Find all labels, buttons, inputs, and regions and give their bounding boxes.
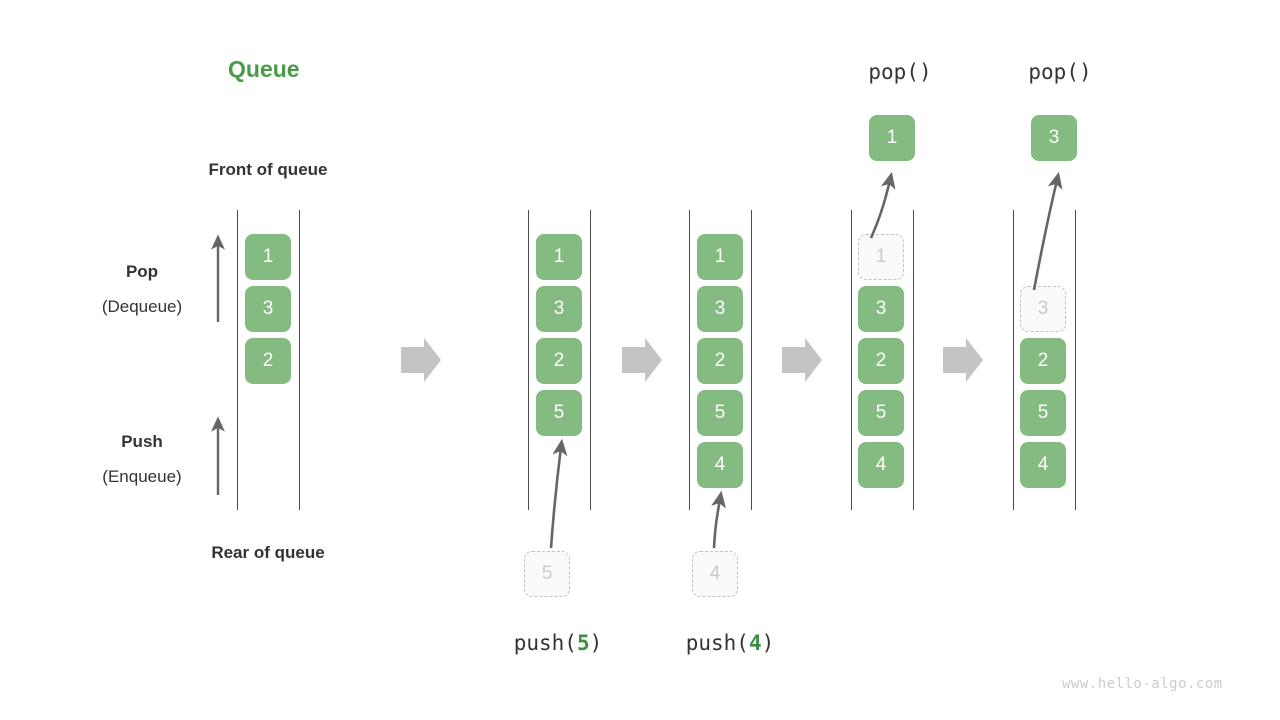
dequeue-label: (Dequeue) xyxy=(101,297,183,316)
push-prefix: push( xyxy=(513,631,577,655)
queue-cell: 4 xyxy=(1020,442,1066,488)
popped-cell: 3 xyxy=(1031,115,1077,161)
queue-cell: 1 xyxy=(245,234,291,280)
watermark: www.hello-algo.com xyxy=(1062,676,1223,692)
pop-label: Pop xyxy=(125,262,159,281)
flow-arrow xyxy=(943,338,983,382)
pop-call-label-1: pop() xyxy=(868,60,932,84)
queue-cell: 2 xyxy=(536,338,582,384)
queue-cell: 4 xyxy=(697,442,743,488)
queue-rail-left-3 xyxy=(689,210,690,510)
queue-rail-right-1 xyxy=(299,210,300,510)
pop-1-arrow xyxy=(869,171,896,239)
queue-cell: 4 xyxy=(858,442,904,488)
queue-cell-removed: 3 xyxy=(1020,286,1066,332)
front-of-queue-label: Front of queue xyxy=(208,160,328,179)
page-title: Queue xyxy=(228,56,300,82)
enqueue-label: (Enqueue) xyxy=(102,467,182,486)
push-arg: 5 xyxy=(576,631,590,655)
queue-cell: 3 xyxy=(536,286,582,332)
queue-rail-right-4 xyxy=(913,210,914,510)
push-prefix: push( xyxy=(685,631,749,655)
pop-3-arrow xyxy=(1032,171,1063,291)
incoming-ghost-cell: 5 xyxy=(524,551,570,597)
queue-cell: 5 xyxy=(536,390,582,436)
push-call-label-2: push(4) xyxy=(666,631,794,655)
push-5-arrow xyxy=(549,438,568,549)
incoming-ghost-cell: 4 xyxy=(692,551,738,597)
queue-cell: 3 xyxy=(858,286,904,332)
queue-cell: 1 xyxy=(536,234,582,280)
queue-rail-left-2 xyxy=(528,210,529,510)
push-4-arrow xyxy=(711,490,726,549)
queue-cell: 1 xyxy=(697,234,743,280)
rear-of-queue-label: Rear of queue xyxy=(211,543,325,562)
push-call-label-1: push(5) xyxy=(494,631,622,655)
push-arg: 4 xyxy=(748,631,762,655)
queue-rail-right-3 xyxy=(751,210,752,510)
queue-cell: 2 xyxy=(697,338,743,384)
flow-arrow xyxy=(401,338,441,382)
flow-arrow xyxy=(622,338,662,382)
popped-cell: 1 xyxy=(869,115,915,161)
queue-cell: 5 xyxy=(858,390,904,436)
queue-cell: 3 xyxy=(245,286,291,332)
queue-cell: 3 xyxy=(697,286,743,332)
queue-cell: 5 xyxy=(697,390,743,436)
queue-cell: 2 xyxy=(245,338,291,384)
queue-rail-left-5 xyxy=(1013,210,1014,510)
queue-cell-removed: 1 xyxy=(858,234,904,280)
queue-rail-right-5 xyxy=(1075,210,1076,510)
queue-rail-left-1 xyxy=(237,210,238,510)
flow-arrow xyxy=(782,338,822,382)
push-suffix: ) xyxy=(761,631,775,655)
queue-cell: 2 xyxy=(858,338,904,384)
queue-cell: 5 xyxy=(1020,390,1066,436)
queue-rail-left-4 xyxy=(851,210,852,510)
push-label: Push xyxy=(121,432,163,451)
queue-rail-right-2 xyxy=(590,210,591,510)
pop-call-label-2: pop() xyxy=(1028,60,1092,84)
push-suffix: ) xyxy=(589,631,603,655)
queue-cell: 2 xyxy=(1020,338,1066,384)
